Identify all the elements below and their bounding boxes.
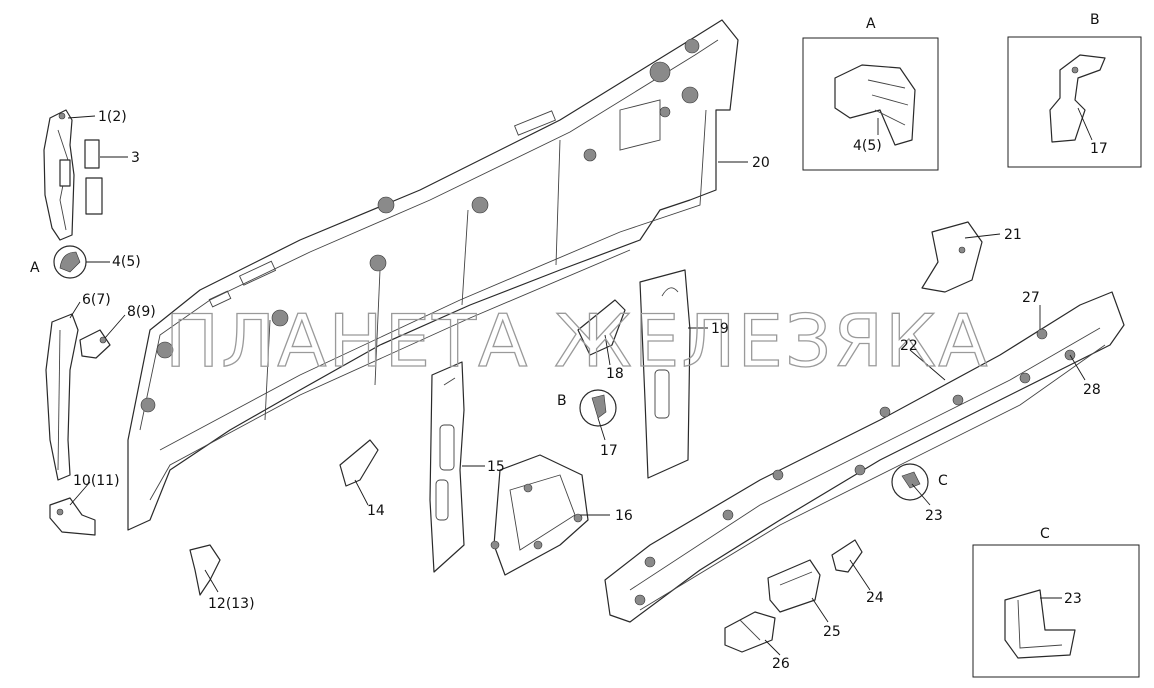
callout-27: 27 <box>1022 290 1040 306</box>
watermark-text: ПЛАНЕТА ЖЕЛЕЗЯКА <box>165 299 990 383</box>
cross-member-part-22 <box>604 291 1125 623</box>
callout-1-2: 1(2) <box>98 109 127 125</box>
callout-14: 14 <box>367 503 385 519</box>
callout-26: 26 <box>772 656 790 672</box>
detail-c-label: 23 <box>1064 591 1082 607</box>
view-ref-c-label: C <box>938 473 948 489</box>
callout-18: 18 <box>606 366 624 382</box>
detail-box-c <box>972 544 1140 678</box>
callout-15: 15 <box>487 459 505 475</box>
detail-a-title: A <box>866 16 876 32</box>
detail-b-label: 17 <box>1090 141 1108 157</box>
detail-a-label: 4(5) <box>853 138 882 154</box>
callout-20: 20 <box>752 155 770 171</box>
callout-22: 22 <box>900 338 918 354</box>
callout-labels: 1(2) 3 A 4(5) 6(7) 8(9) 10(11) 12(13) 14… <box>30 12 1108 672</box>
bracket-part-21 <box>921 221 983 293</box>
view-ref-a-circle <box>53 245 87 279</box>
leader-lines <box>67 107 1093 656</box>
detail-b-title: B <box>1090 12 1100 28</box>
callout-17: 17 <box>600 443 618 459</box>
block-part-26 <box>724 611 776 653</box>
callout-23: 23 <box>925 508 943 524</box>
view-ref-c-circle <box>891 463 929 501</box>
bracket-part-24 <box>831 539 863 573</box>
callout-8-9: 8(9) <box>127 304 156 320</box>
clip-part-3 <box>59 139 103 215</box>
rear-wall-panel-part-20 <box>127 19 739 531</box>
callout-19: 19 <box>711 321 729 337</box>
bracket-part-25 <box>767 559 821 613</box>
view-ref-b-circle <box>579 389 617 427</box>
view-ref-a-label: A <box>30 260 40 276</box>
pillar-panel-part-19 <box>639 269 691 479</box>
pillar-panel-part-15 <box>429 361 465 573</box>
callout-6-7: 6(7) <box>82 292 111 308</box>
bracket-part-10 <box>49 497 96 536</box>
callout-28: 28 <box>1083 382 1101 398</box>
callout-21: 21 <box>1004 227 1022 243</box>
callout-25: 25 <box>823 624 841 640</box>
callout-10-11: 10(11) <box>73 473 120 489</box>
detail-c-title: C <box>1040 526 1050 542</box>
callout-3: 3 <box>131 150 140 166</box>
side-trim-part-6 <box>45 313 79 481</box>
detail-box-a <box>802 37 939 171</box>
callout-4-5: 4(5) <box>112 254 141 270</box>
bracket-plate-part-16 <box>490 454 589 576</box>
view-ref-b-label: B <box>557 393 567 409</box>
bracket-part-8 <box>79 329 111 359</box>
callout-24: 24 <box>866 590 884 606</box>
pillar-trim-part-1 <box>43 109 75 241</box>
callout-12-13: 12(13) <box>208 596 255 612</box>
bracket-part-14 <box>339 439 379 487</box>
bracket-part-18 <box>577 299 626 356</box>
callout-16: 16 <box>615 508 633 524</box>
detail-box-b <box>1007 36 1142 168</box>
